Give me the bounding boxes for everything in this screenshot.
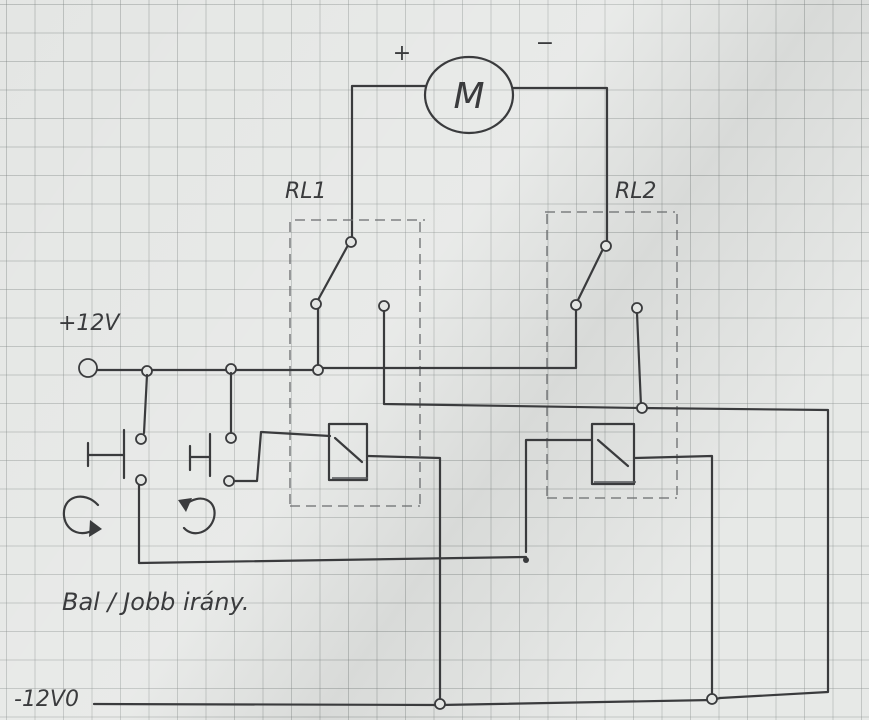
rl1-common-terminal bbox=[345, 236, 357, 248]
positive-supply-label: +12V bbox=[58, 311, 121, 336]
caption-text: Bal / Jobb irány. bbox=[62, 588, 249, 616]
rl2-common-terminal bbox=[600, 240, 612, 252]
motor-minus-lead bbox=[511, 86, 609, 245]
positive-supply-terminal bbox=[78, 358, 98, 378]
relay-1-coil bbox=[327, 422, 369, 482]
relay-2-label: RL2 bbox=[615, 179, 657, 204]
junction-ground-1 bbox=[434, 698, 446, 710]
right-loop-wire bbox=[639, 406, 830, 700]
rl2-nc-terminal bbox=[570, 299, 582, 311]
left-push-button bbox=[86, 373, 149, 486]
relay-1-label: RL1 bbox=[285, 179, 327, 204]
rl2-no-terminal bbox=[631, 302, 643, 314]
rl1-nc-terminal bbox=[310, 298, 322, 310]
motor-plus-lead bbox=[350, 84, 427, 242]
rl2-coil-input-wire bbox=[524, 438, 594, 554]
junction-no-line bbox=[636, 402, 648, 414]
relay-2-contacts bbox=[570, 240, 643, 314]
motor-circle bbox=[423, 55, 515, 135]
relay-1-enclosure bbox=[289, 219, 425, 507]
junction-bus-3 bbox=[312, 364, 324, 376]
counterclockwise-arrow-icon bbox=[62, 495, 102, 537]
negative-supply-label: -12V0 bbox=[14, 687, 79, 712]
motor: M + − bbox=[393, 31, 554, 135]
motor-plus-label: + bbox=[393, 41, 411, 66]
rl2-coil-to-ground-wire bbox=[632, 454, 714, 700]
left-button-to-rl2-coil-wire bbox=[137, 483, 528, 565]
motor-minus-label: − bbox=[536, 31, 554, 56]
right-push-button bbox=[188, 371, 237, 487]
rl1-no-to-rl2-no-wire bbox=[382, 309, 643, 410]
relay-1-contacts bbox=[310, 236, 390, 312]
rl1-coil-to-ground-wire bbox=[366, 454, 442, 707]
relay-2-coil bbox=[590, 422, 636, 486]
relay-2-enclosure bbox=[545, 211, 678, 500]
junction-ground-2 bbox=[706, 693, 718, 705]
bus-to-rl2-nc-wire bbox=[316, 308, 578, 370]
right-button-to-rl1-coil-wire bbox=[232, 430, 332, 483]
negative-bus-wire bbox=[92, 696, 722, 707]
rl1-no-terminal bbox=[378, 300, 390, 312]
motor-label: M bbox=[453, 76, 484, 117]
rl2-no-drop-wire bbox=[635, 311, 643, 408]
clockwise-arrow-icon bbox=[178, 497, 216, 535]
